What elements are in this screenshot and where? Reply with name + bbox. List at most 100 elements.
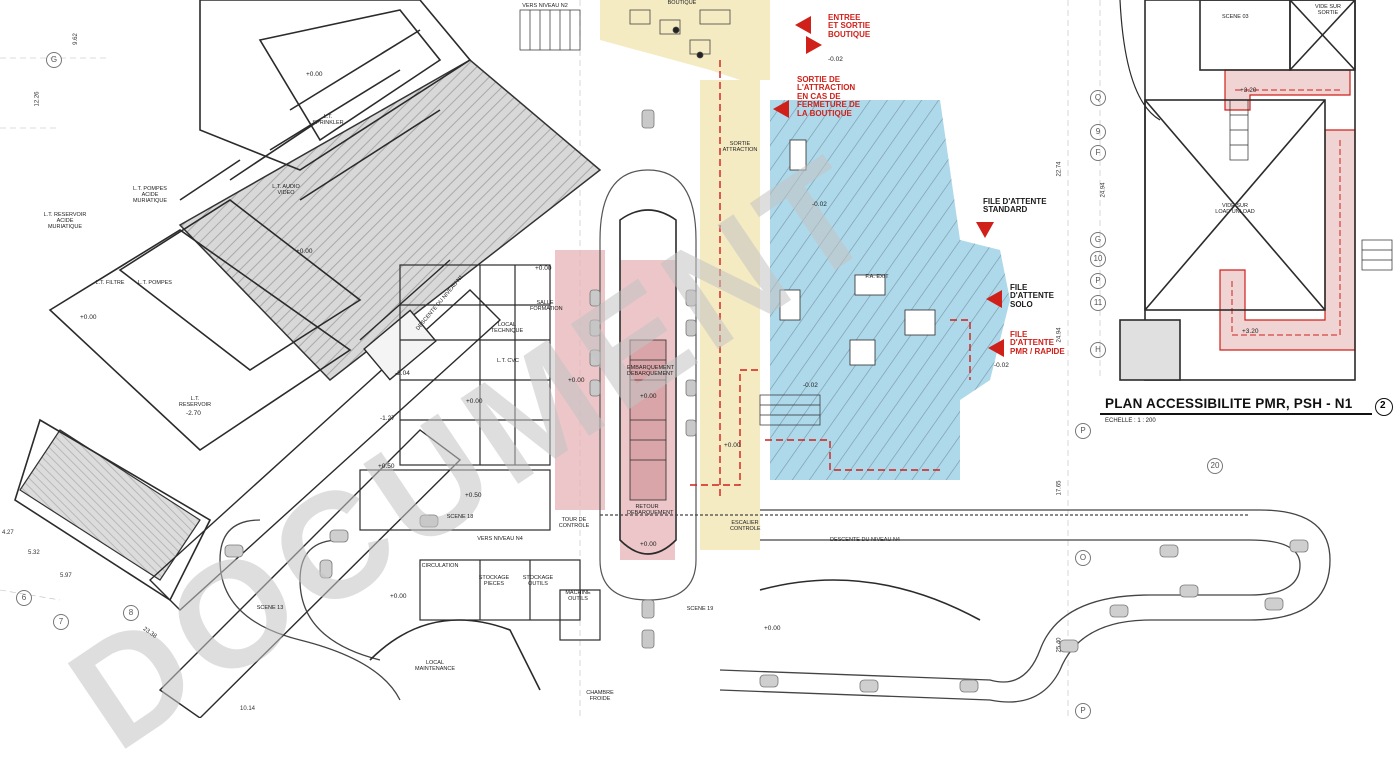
ride-track [219, 509, 1331, 703]
room-label: SALLE FORMATION [530, 300, 563, 313]
room-label: LOCAL TECHNIQUE [490, 322, 524, 335]
sheet-number-circle [1375, 398, 1393, 416]
file-solo-arrow-icon [986, 290, 1002, 308]
pmr-route-right [1219, 69, 1356, 351]
level-marker: +0.00 [535, 265, 552, 272]
room-label: SCENE 18 [446, 514, 474, 520]
level-marker: -0.02 [994, 362, 1009, 369]
level-marker: -2.70 [186, 410, 201, 417]
grid-bubble: P [1090, 273, 1106, 289]
room-label: SCENE 03 [1222, 14, 1249, 20]
entree-sortie-boutique-label: ENTREE ET SORTIE BOUTIQUE [828, 13, 871, 39]
hatched-slab [178, 59, 602, 382]
level-marker: +0.00 [306, 71, 323, 78]
dimension-label: 17.65 [1056, 480, 1063, 496]
grid-bubble: 8 [123, 605, 139, 621]
grid-bubble: G [1090, 232, 1106, 248]
grid-bubble: 20 [1207, 458, 1223, 474]
queue-zone [770, 100, 1010, 480]
room-label: SORTIE ATTRACTION [722, 141, 758, 154]
room-label: CIRCULATION [421, 563, 459, 569]
level-marker: +0.00 [568, 377, 585, 384]
track-loop [599, 169, 697, 601]
level-marker: +0.00 [764, 625, 781, 632]
floor-plan-drawing [0, 0, 1393, 718]
title-underline [1100, 413, 1372, 415]
level-marker: +0.00 [724, 442, 741, 449]
level-marker: +3.20 [1240, 87, 1257, 94]
room-label: STOCKAGE OUTILS [522, 575, 554, 588]
room-label: L.T. POMPES [138, 280, 172, 286]
room-label: VERS NIVEAU N2 [522, 3, 568, 9]
file-standard-label: FILE D'ATTENTE STANDARD [983, 197, 1047, 215]
room-label: L.T. SPRINKLER [312, 114, 344, 127]
level-marker: -2.04 [395, 370, 410, 377]
left-wing [14, 0, 472, 602]
dimension-label: 12.26 [34, 91, 41, 107]
room-label: L.T. CVC [496, 358, 519, 364]
file-standard-arrow-icon [976, 222, 994, 238]
boutique-zone [600, 0, 770, 80]
level-marker: +3.20 [1242, 328, 1259, 335]
grid-bubble: O [1075, 550, 1091, 566]
level-marker: -1.27 [380, 415, 395, 422]
level-marker: +0.00 [296, 248, 313, 255]
pmr-route-right-dash [1231, 89, 1341, 336]
level-marker: +0.00 [466, 398, 483, 405]
grid-bubble: P [1075, 703, 1091, 719]
curved-wall-2 [759, 579, 981, 621]
central-island [619, 209, 677, 555]
room-label: L.T. AUDIO VIDEO [272, 184, 300, 197]
hatched-slab-2 [19, 429, 201, 581]
level-marker: +0.50 [465, 492, 482, 499]
room-label: TOUR DE CONTROLE [558, 517, 590, 530]
room-label: DESCENTE DU NIVEAU N4 [830, 537, 900, 543]
dimension-label: 24.94 [1056, 327, 1063, 343]
room-label: CHAMBRE FROIDE [586, 690, 614, 703]
room-label: STOCKAGE PIECES [478, 575, 510, 588]
level-marker: +0.00 [80, 314, 97, 321]
room-label: EMBARQUEMENT DEBARQUEMENT [627, 365, 675, 378]
top-curve [1119, 0, 1161, 121]
file-pmr-label: FILE D'ATTENTE PMR / RAPIDE [1010, 330, 1065, 356]
vehicle-markers [589, 109, 697, 649]
grid-bubble: 11 [1090, 295, 1106, 311]
room-label: BOUTIQUE [667, 0, 697, 6]
level-marker: +0.00 [640, 541, 657, 548]
dimension-label: 9.62 [72, 33, 79, 45]
room-label: RETOUR DEBARQUEMENT [627, 504, 674, 517]
room-label: VIDE SUR SORTIE [1315, 4, 1341, 17]
curved-wall [369, 619, 541, 691]
escalators [519, 9, 1393, 426]
grid-bubble: 7 [53, 614, 69, 630]
file-solo-label: FILE D'ATTENTE SOLO [1010, 283, 1054, 309]
level-marker: -0.02 [803, 382, 818, 389]
dimension-label: 10.14 [240, 706, 256, 712]
room-label: L.T. RESERVOIR ACIDE MURIATIQUE [43, 212, 87, 231]
room-label: SCENE 13 [256, 605, 284, 611]
file-pmr-arrow-icon [988, 339, 1004, 357]
drawing-scale: ECHELLE : 1 : 200 [1105, 418, 1156, 424]
dimension-label: 5.97 [60, 573, 72, 579]
drawing-title: PLAN ACCESSIBILITE PMR, PSH - N1 [1105, 396, 1353, 411]
dimension-label: 24.94 [1100, 182, 1107, 198]
sortie-attraction-label: SORTIE DE L'ATTRACTION EN CAS DE FERMETU… [797, 75, 861, 118]
dimension-label: 4.27 [2, 530, 14, 536]
sortie-boutique-arrow-icon [806, 36, 822, 54]
grid-bubble: H [1090, 342, 1106, 358]
room-label: VIDE SUR LOAD UNLOAD [1215, 203, 1255, 216]
stairs-loading [629, 339, 667, 501]
level-marker: +0.00 [640, 393, 657, 400]
room-label: SCENE 19 [686, 606, 714, 612]
room-label: L.T. POMPES ACIDE MURIATIQUE [132, 186, 168, 205]
boutique-fixtures [629, 9, 731, 59]
room-label: LOCAL MAINTENANCE [415, 660, 456, 673]
pmr-route [690, 60, 971, 500]
queue-islands [779, 139, 936, 366]
grid-bubble: 9 [1090, 124, 1106, 140]
level-marker: +0.00 [390, 593, 407, 600]
grid-bubble: G [46, 52, 62, 68]
level-marker: +0.50 [378, 463, 395, 470]
grid-bubble: 10 [1090, 251, 1106, 267]
level-marker: -0.02 [828, 56, 843, 63]
